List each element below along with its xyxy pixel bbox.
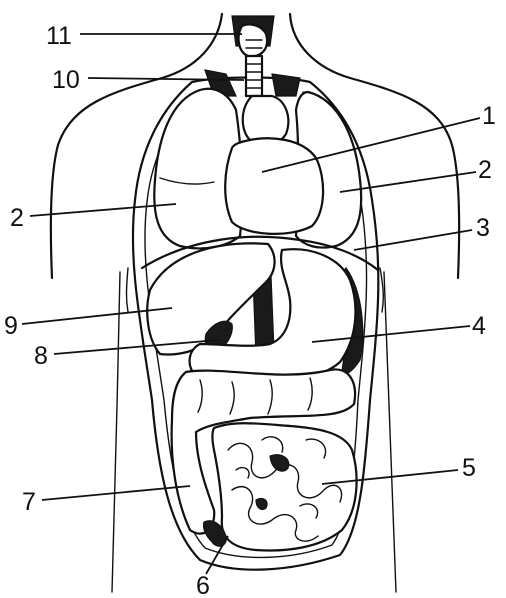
label-1: 1 [482, 102, 496, 130]
small-intestine [213, 423, 357, 550]
label-3: 3 [476, 214, 490, 242]
label-2-right: 2 [478, 156, 492, 184]
label-4: 4 [472, 312, 486, 340]
heart [225, 138, 323, 234]
trachea [232, 16, 274, 96]
label-6: 6 [196, 572, 210, 598]
label-9: 9 [4, 312, 18, 340]
label-8: 8 [34, 342, 48, 370]
label-2-left: 2 [10, 204, 24, 232]
label-11: 11 [46, 22, 72, 50]
label-10: 10 [52, 66, 80, 94]
leader-3 [354, 230, 472, 250]
label-5: 5 [462, 454, 476, 482]
label-7: 7 [22, 488, 36, 516]
